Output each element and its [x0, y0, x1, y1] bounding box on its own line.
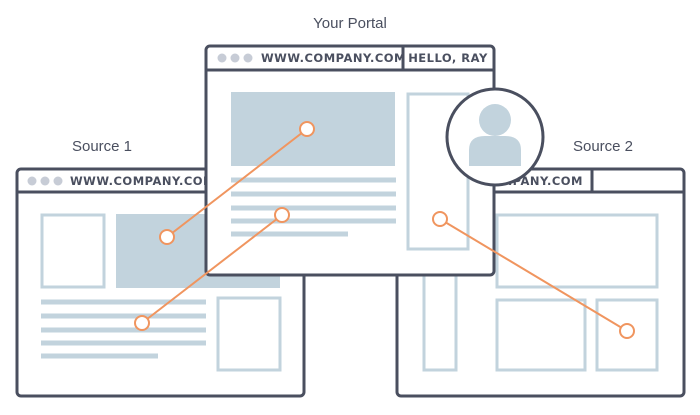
- caption-your-portal: Your Portal: [313, 15, 387, 32]
- source-2-window: WWW.COMPANY.COM: [395, 167, 686, 398]
- connector-line: [166, 128, 308, 238]
- source-2-banner-box: [495, 213, 659, 289]
- portal-url: WWW.COMPANY.COM: [261, 51, 406, 65]
- source-1-sidebar-box: [40, 213, 106, 289]
- window-dots-icon: [217, 53, 253, 63]
- connector-line: [141, 214, 283, 324]
- connector-node: [299, 121, 315, 137]
- connector-node: [432, 211, 448, 227]
- source-2-sidebar-box: [422, 268, 458, 372]
- portal-greeting: HELLO, RAY: [408, 51, 488, 65]
- source-2-content-box: [495, 298, 587, 372]
- connector-node: [274, 207, 290, 223]
- window-dots-icon: [27, 176, 63, 186]
- connector-node: [619, 323, 635, 339]
- connector-node: [159, 229, 175, 245]
- connector-node: [134, 315, 150, 331]
- caption-source-1: Source 1: [72, 138, 132, 155]
- connector-line: [439, 218, 628, 332]
- avatar-icon: [469, 104, 521, 166]
- source-1-url: WWW.COMPANY.COM: [70, 174, 215, 188]
- user-avatar: [445, 87, 545, 187]
- connectors: [134, 121, 635, 339]
- source-1-side-box: [216, 296, 282, 372]
- caption-source-2: Source 2: [573, 138, 633, 155]
